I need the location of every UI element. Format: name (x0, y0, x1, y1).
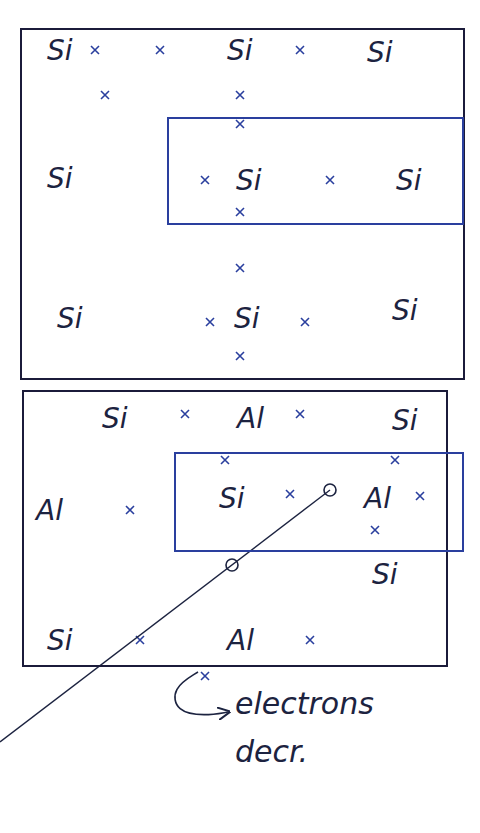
lattice-box: SiSiSiSiSiSiSiSiSi (20, 28, 465, 380)
atom-symbol: Si (392, 404, 418, 438)
electron-mark (201, 672, 209, 680)
electron-mark (201, 176, 209, 184)
electron-mark (306, 636, 314, 644)
electron-mark (221, 456, 229, 464)
electron-mark (126, 506, 134, 514)
atom-symbol: Al (364, 482, 391, 516)
atom-symbol: Si (102, 402, 128, 436)
electron-mark (236, 120, 244, 128)
atom-symbol: Si (372, 558, 398, 592)
doped-lattice-subbox: Si Al (174, 452, 464, 552)
electron-mark (181, 410, 189, 418)
atom-symbol: Si (47, 162, 73, 196)
atom-symbol: Si (219, 482, 245, 516)
electron-mark (286, 490, 294, 498)
callout-arrow (175, 672, 228, 715)
doped-lattice-box: SiAlSiAlSiSiAlSiAl (22, 390, 448, 667)
note-text: electrons decr. (235, 680, 425, 776)
electron-mark (416, 492, 424, 500)
hole-marker (324, 484, 336, 496)
electron-mark (236, 91, 244, 99)
electron-marks (91, 46, 424, 680)
atom-symbol: Si (234, 302, 260, 336)
electron-mark (101, 91, 109, 99)
atom-symbol: Si (47, 624, 73, 658)
electron-mark (236, 352, 244, 360)
electron-mark (236, 208, 244, 216)
electron-mark (371, 526, 379, 534)
hole-marker (226, 559, 238, 571)
lattice-subbox: Si Si (167, 117, 464, 225)
electron-mark (301, 318, 309, 326)
atom-symbol: Si (396, 164, 422, 198)
atom-symbol: Al (227, 624, 254, 658)
atom-symbol: Si (236, 164, 262, 198)
atom-symbol: Si (47, 34, 73, 68)
atom-symbol: Si (367, 36, 393, 70)
electron-mark (206, 318, 214, 326)
atom-symbol: Si (392, 294, 418, 328)
atom-symbol: Al (36, 494, 63, 528)
atom-symbol: Al (237, 402, 264, 436)
electron-mark (156, 46, 164, 54)
electron-mark (296, 46, 304, 54)
atom-symbol: Si (57, 302, 83, 336)
electron-mark (91, 46, 99, 54)
electron-mark (326, 176, 334, 184)
electron-mark (391, 456, 399, 464)
electron-mark (296, 410, 304, 418)
atom-symbol: Si (227, 34, 253, 68)
electron-mark (236, 264, 244, 272)
